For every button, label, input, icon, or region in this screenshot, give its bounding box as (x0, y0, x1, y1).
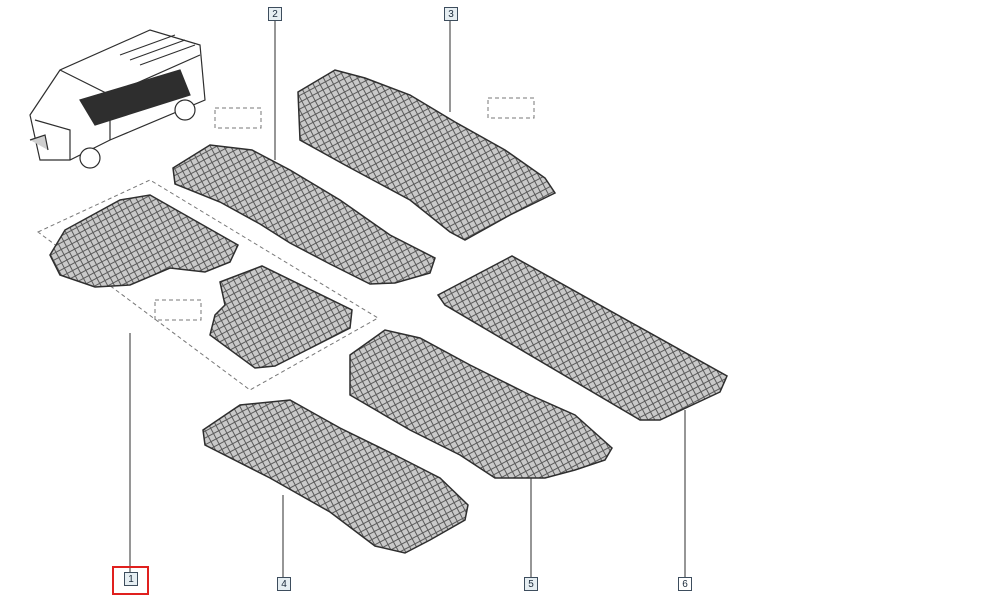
placeholder-box-2 (214, 107, 262, 129)
floor-mat-6[interactable] (436, 255, 728, 421)
callout-6[interactable]: 6 (678, 577, 692, 591)
leader-lines (129, 20, 686, 578)
floor-mat-4[interactable] (202, 399, 469, 554)
placeholder-box-1 (154, 299, 202, 321)
floor-mat-2[interactable] (172, 144, 436, 285)
van-thumbnail-icon (29, 29, 206, 169)
floor-mat-5[interactable] (349, 329, 613, 479)
floor-mat-front-right[interactable] (209, 265, 353, 369)
callout-3[interactable]: 3 (444, 7, 458, 21)
placeholder-box-3 (487, 97, 535, 119)
callout-5[interactable]: 5 (524, 577, 538, 591)
callout-4[interactable]: 4 (277, 577, 291, 591)
callout-1[interactable]: 1 (124, 572, 138, 586)
floor-mat-3[interactable] (297, 69, 557, 241)
assembly-outline-1 (37, 179, 379, 391)
floor-mat-front-left[interactable] (49, 194, 239, 288)
callout-2[interactable]: 2 (268, 7, 282, 21)
